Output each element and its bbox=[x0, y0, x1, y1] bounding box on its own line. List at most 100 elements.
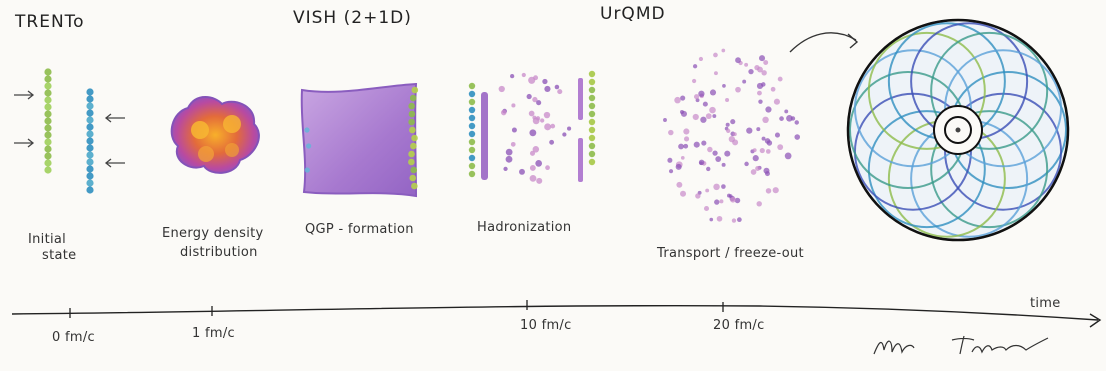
particle-dot bbox=[758, 99, 762, 103]
particle-dot bbox=[589, 143, 595, 149]
particle-dot bbox=[542, 79, 547, 84]
particle-dot bbox=[746, 128, 752, 134]
particle-dot bbox=[469, 107, 475, 113]
particle-dot bbox=[759, 55, 765, 61]
particle-dot bbox=[410, 167, 417, 174]
particle-dot bbox=[522, 73, 526, 77]
particle-dot bbox=[762, 117, 768, 123]
particle-dot bbox=[506, 156, 513, 163]
particle-dot bbox=[527, 94, 532, 99]
particle-dot bbox=[735, 57, 741, 63]
particle-dot bbox=[86, 179, 93, 186]
particle-dot bbox=[530, 175, 537, 182]
particle-dot bbox=[44, 103, 51, 110]
particle-dot bbox=[410, 95, 417, 102]
particle-dot bbox=[715, 156, 721, 162]
particle-dot bbox=[44, 131, 51, 138]
particle-dot bbox=[774, 99, 780, 105]
particle-dot bbox=[519, 169, 525, 175]
particle-dot bbox=[700, 117, 706, 123]
particle-dot bbox=[589, 79, 595, 85]
particle-dot bbox=[676, 182, 682, 188]
particle-dot bbox=[795, 120, 799, 124]
particle-dot bbox=[709, 107, 716, 114]
particle-dot bbox=[86, 116, 93, 123]
particle-dot bbox=[724, 151, 730, 157]
energy-density-blob bbox=[172, 97, 259, 173]
detector-rings bbox=[848, 20, 1068, 240]
axis-label-time: time bbox=[1030, 296, 1061, 311]
particle-dot bbox=[732, 139, 738, 145]
collision-point bbox=[956, 128, 960, 132]
particle-dot bbox=[706, 167, 710, 171]
particle-dot bbox=[777, 144, 783, 150]
particle-dot bbox=[704, 206, 709, 211]
particle-dot bbox=[44, 68, 51, 75]
particle-dot bbox=[469, 131, 475, 137]
model-urqmd: UrQMD bbox=[600, 4, 666, 24]
particle-dot bbox=[540, 118, 544, 122]
particle-dot bbox=[698, 91, 704, 97]
particle-dot bbox=[714, 199, 719, 204]
tick-marks bbox=[70, 300, 723, 318]
particle-dot bbox=[469, 99, 475, 105]
particle-dot bbox=[744, 63, 748, 67]
particle-dot bbox=[748, 69, 753, 74]
particle-dot bbox=[794, 134, 800, 140]
particle-dot bbox=[756, 127, 760, 131]
particle-dot bbox=[710, 89, 716, 95]
particle-dot bbox=[778, 77, 783, 82]
particle-dot bbox=[699, 160, 704, 165]
particle-dot bbox=[44, 89, 51, 96]
particle-dot bbox=[589, 119, 595, 125]
particle-dot bbox=[544, 86, 550, 92]
particle-dot bbox=[693, 64, 697, 68]
particle-dot bbox=[469, 139, 475, 145]
particle-dot bbox=[680, 191, 686, 197]
particle-dot bbox=[536, 178, 542, 184]
particle-dot bbox=[779, 116, 784, 121]
particle-dot bbox=[305, 167, 310, 172]
particle-dot bbox=[86, 186, 93, 193]
particle-dot bbox=[469, 115, 475, 121]
particle-dot bbox=[469, 123, 475, 129]
particle-dot bbox=[693, 114, 699, 120]
particle-dot bbox=[535, 160, 542, 167]
particle-dot bbox=[763, 168, 769, 174]
particle-dot bbox=[784, 109, 788, 113]
particle-dot bbox=[766, 188, 771, 193]
particle-dot bbox=[469, 163, 475, 169]
particle-dot bbox=[589, 135, 595, 141]
nucleus-right bbox=[86, 88, 93, 193]
particle-dot bbox=[760, 148, 765, 153]
tick-label-20: 20 fm/c bbox=[713, 318, 765, 333]
particle-dot bbox=[86, 137, 93, 144]
particle-dot bbox=[674, 97, 681, 104]
label-initial-line1: Initial bbox=[28, 232, 66, 247]
particle-dot bbox=[701, 141, 706, 146]
nucleus-left bbox=[44, 68, 51, 173]
particle-dot bbox=[683, 144, 688, 149]
particle-dot bbox=[742, 80, 746, 84]
particle-dot bbox=[86, 95, 93, 102]
particle-dot bbox=[725, 98, 729, 102]
particle-dot bbox=[756, 201, 761, 206]
model-trento: TRENTo bbox=[15, 12, 85, 32]
particle-dot bbox=[86, 158, 93, 165]
particle-dot bbox=[589, 127, 595, 133]
particle-dot bbox=[567, 127, 571, 131]
particle-dot bbox=[791, 116, 795, 120]
particle-dot bbox=[676, 164, 682, 170]
particle-dot bbox=[699, 57, 703, 61]
label-initial-line2: state bbox=[42, 248, 76, 263]
particle-dot bbox=[762, 137, 766, 141]
particle-dot bbox=[86, 123, 93, 130]
particle-dot bbox=[44, 159, 51, 166]
particle-dot bbox=[86, 109, 93, 116]
particle-dot bbox=[86, 88, 93, 95]
particle-dot bbox=[712, 114, 716, 118]
particle-dot bbox=[757, 91, 762, 96]
particle-dot bbox=[785, 153, 792, 160]
label-hadronization: Hadronization bbox=[477, 220, 571, 235]
tick-label-10: 10 fm/c bbox=[520, 318, 572, 333]
